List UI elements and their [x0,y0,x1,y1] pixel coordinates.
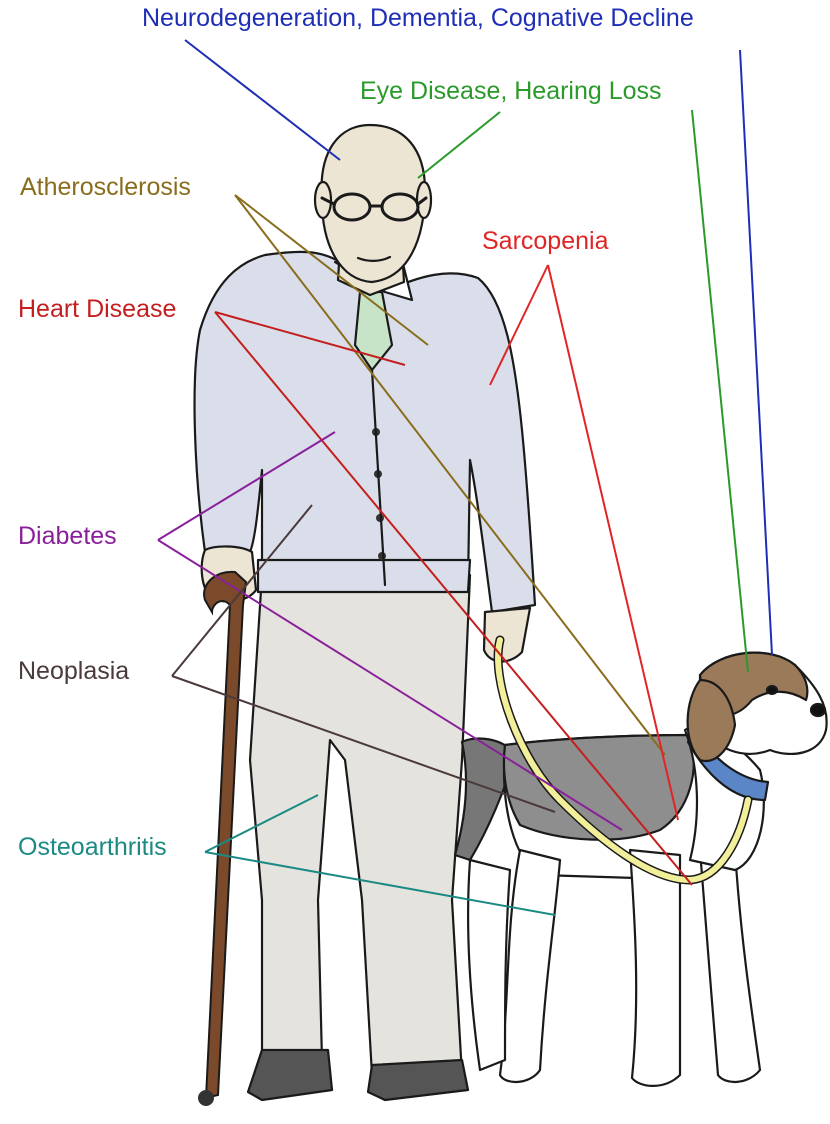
label-neurodegeneration: Neurodegeneration, Dementia, Cognative D… [142,6,694,31]
man-head [322,125,425,282]
label-atherosclerosis: Atherosclerosis [20,175,191,200]
dog-front-leg [630,850,680,1086]
dog-back-leg-2 [468,860,510,1070]
dog-nose [811,704,825,716]
label-eye-disease-hearing-loss: Eye Disease, Hearing Loss [360,79,662,104]
label-osteoarthritis: Osteoarthritis [18,835,167,860]
dog-eye [767,686,777,694]
man-right-hand [484,608,530,662]
dog-front-leg-2 [700,850,760,1082]
dog-saddle [504,735,694,840]
man-right-shoe [368,1060,468,1100]
leader-neuro-man [185,40,340,160]
leader-neuro-dog [740,50,772,655]
leader-eye-dog [692,110,748,672]
man-trousers [250,575,470,1075]
label-heart-disease: Heart Disease [18,297,176,322]
label-diabetes: Diabetes [18,524,117,549]
label-sarcopenia: Sarcopenia [482,229,608,254]
cane-tip [198,1090,214,1106]
man-cardigan-band [258,560,470,592]
man-left-shoe [248,1050,332,1100]
leader-eye-man [418,112,500,178]
label-neoplasia: Neoplasia [18,659,129,684]
